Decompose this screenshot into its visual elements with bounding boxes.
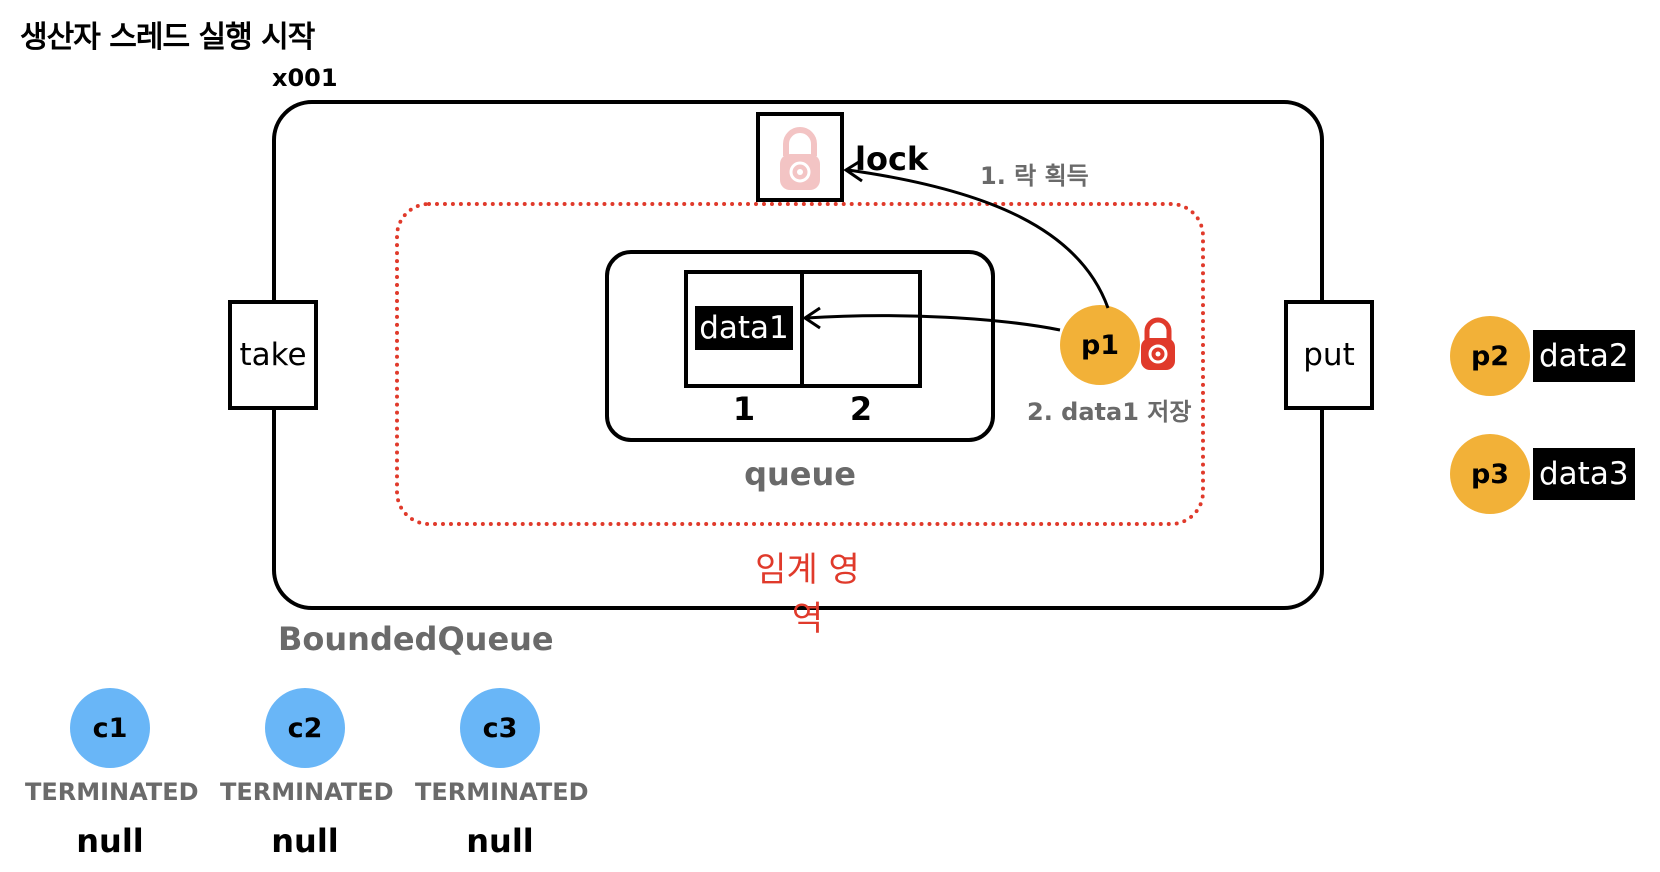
consumer-c3-state: TERMINATED bbox=[415, 778, 589, 806]
consumer-c2-state: TERMINATED bbox=[220, 778, 394, 806]
lock-label: lock bbox=[855, 140, 929, 178]
queue-slot-2-index: 2 bbox=[849, 390, 873, 428]
consumer-c1-result: null bbox=[76, 822, 144, 860]
consumer-c3-result: null bbox=[466, 822, 534, 860]
producer-p2-data: data2 bbox=[1533, 330, 1635, 382]
producer-p2: p2 bbox=[1450, 316, 1530, 396]
bounded-queue-label: BoundedQueue bbox=[278, 620, 554, 658]
critical-section-area bbox=[395, 202, 1205, 526]
queue-slot-1-index: 1 bbox=[732, 390, 756, 428]
queue-slot-1-value: data1 bbox=[695, 306, 793, 350]
consumer-c2: c2 bbox=[265, 688, 345, 768]
consumer-c3: c3 bbox=[460, 688, 540, 768]
queue-label: queue bbox=[744, 455, 856, 493]
padlock-icon bbox=[780, 127, 820, 190]
consumer-c2-result: null bbox=[271, 822, 339, 860]
consumer-c1-state: TERMINATED bbox=[25, 778, 199, 806]
producer-p3: p3 bbox=[1450, 434, 1530, 514]
p1-lock-icon bbox=[1138, 316, 1178, 372]
step-2-label: 2. data1 저장 bbox=[1027, 398, 1192, 426]
queue-slot-2 bbox=[800, 270, 922, 388]
critical-section-label: 임계 영역 bbox=[755, 550, 860, 639]
consumer-c1: c1 bbox=[70, 688, 150, 768]
queue-box bbox=[605, 250, 995, 442]
producer-p1: p1 bbox=[1060, 305, 1140, 385]
instance-address: x001 bbox=[272, 64, 338, 92]
lock-box bbox=[756, 112, 844, 202]
producer-p3-data: data3 bbox=[1533, 448, 1635, 500]
put-method-box: put bbox=[1284, 300, 1374, 410]
take-method-box: take bbox=[228, 300, 318, 410]
step-1-label: 1. 락 획득 bbox=[980, 162, 1089, 190]
page-title: 생산자 스레드 실행 시작 bbox=[20, 20, 315, 55]
